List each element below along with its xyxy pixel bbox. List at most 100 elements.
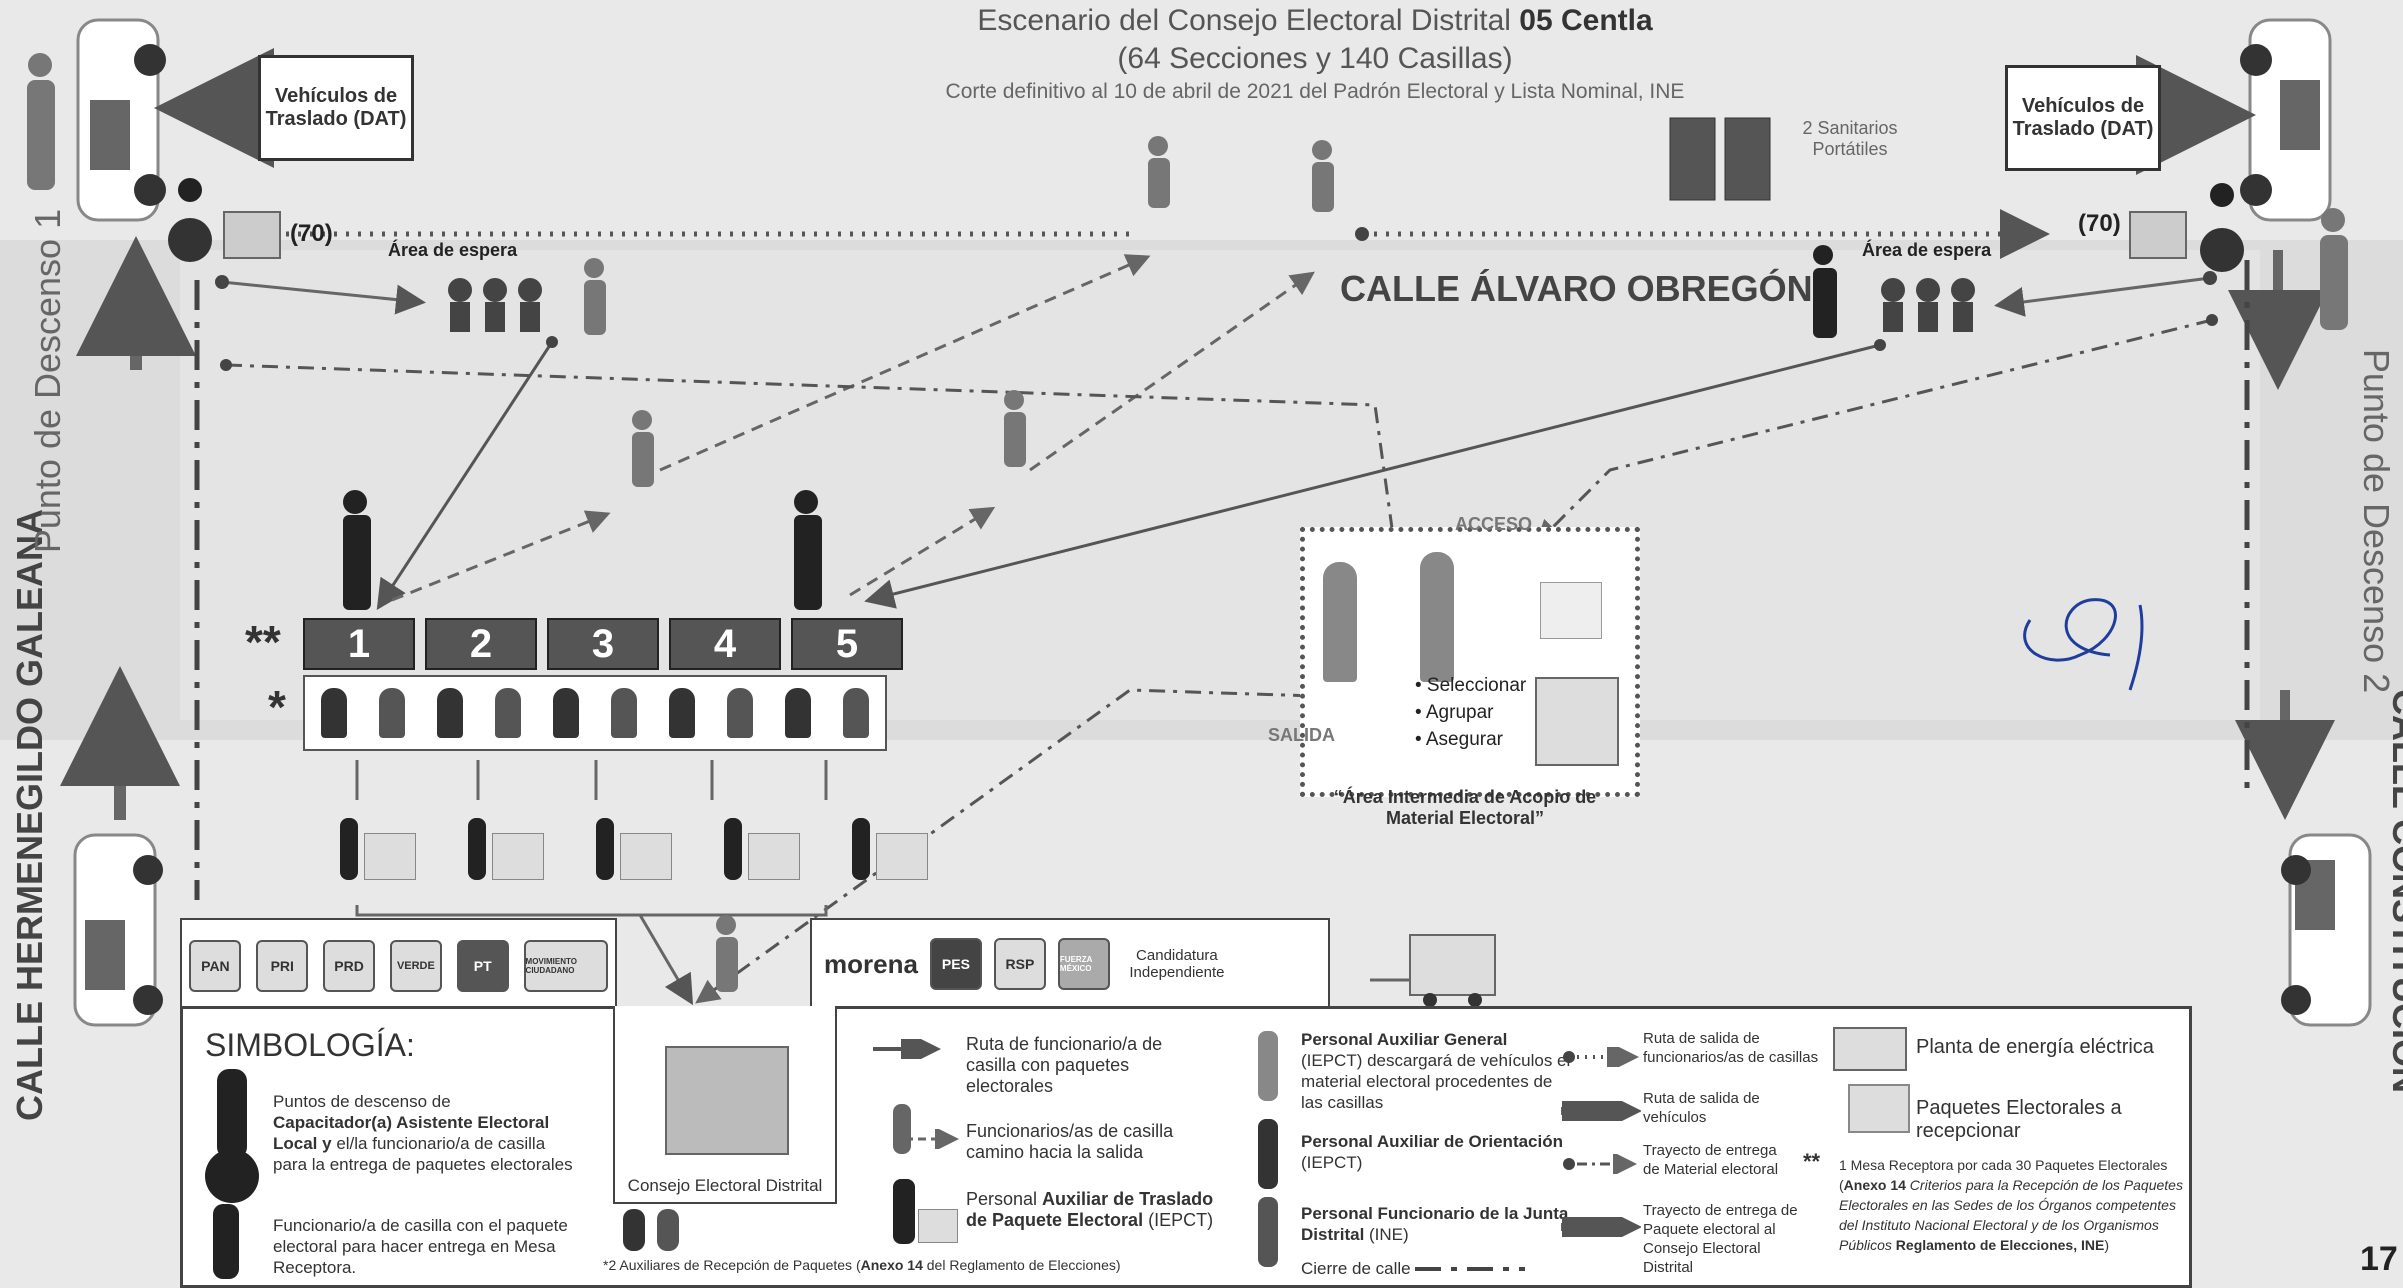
mesa-row: 1 2 3 4 5 [303, 618, 903, 670]
collector-line [355, 905, 828, 917]
van-bottom-left [73, 833, 163, 1027]
salida-label: SALIDA [1268, 725, 1335, 745]
auxiliar-icon [495, 688, 521, 738]
party-logo: morena [824, 948, 918, 979]
mesa-vertical-arrows [355, 760, 828, 800]
auxiliar-icon [321, 688, 347, 738]
party-logo: VERDE [389, 940, 442, 992]
consejo-label: Consejo Electoral Distrital [627, 1176, 823, 1195]
route-drop-left [221, 280, 426, 315]
walk-route-3 [849, 506, 996, 597]
van-bottom-right [2281, 833, 2372, 1027]
legend-funcionario: Funcionario/a de casilla con el paquete … [273, 1216, 568, 1277]
legend-auxiliar-general: Personal Auxiliar General (IEPCT) descar… [1301, 1030, 1571, 1112]
walk-route-1 [391, 510, 611, 602]
funcionario-icon [213, 1204, 239, 1279]
legend-arrow-dashed [905, 1129, 959, 1149]
legend-note-stars: ** [1803, 1149, 1821, 1174]
handwritten-mark [2023, 598, 2144, 691]
mesa-single-star: * [268, 681, 286, 733]
parties-right-box: morena PES RSP FUERZA MÉXICO Candidatura… [810, 918, 1330, 1010]
walk-route-2 [659, 254, 1151, 472]
legend-drop-point: Puntos de descenso de Capacitador(a) Asi… [273, 1092, 573, 1174]
van-top-left [76, 18, 166, 222]
legend-cierre: Cierre de calle [1301, 1259, 1526, 1278]
diagram-subtitle: (64 Secciones y 140 Casillas) [1117, 42, 1513, 75]
page-number: 17 [2360, 1240, 2398, 1278]
vehicles-box-left: Vehículos de Traslado (DAT) [258, 55, 414, 161]
legend-box: SIMBOLOGÍA: Puntos de descenso de Capaci… [180, 1006, 2192, 1288]
mesa-5: 5 [791, 618, 903, 670]
auxiliares-row [303, 675, 887, 751]
street-top-label: CALLE ÁLVARO OBREGÓN [1340, 268, 1813, 309]
van-top-right [2240, 18, 2332, 222]
legend-auxiliares: *2 Auxiliares de Recepción de Paquetes (… [603, 1257, 1121, 1273]
package-box-left [223, 211, 281, 259]
party-logo: PRI [256, 940, 309, 992]
descenso-1-label: Punto de Descenso 1 [27, 208, 68, 554]
waiting-group-left [448, 278, 542, 332]
business-people [168, 178, 2244, 610]
corte-note: Corte definitivo al 10 de abril de 2021 … [945, 80, 1685, 103]
paquete-icon [1848, 1084, 1910, 1133]
material-route-right [1535, 318, 2213, 545]
auxiliar-icon [379, 688, 405, 738]
auxiliar-icon [611, 688, 637, 738]
orientacion-icon [1258, 1119, 1278, 1189]
street-left-label: CALLE HERMENEGILDO GALEANA [9, 509, 50, 1121]
party-logo: MOVIMIENTO CIUDADANO [523, 940, 608, 992]
route-drop-right [1994, 276, 2211, 317]
espera-right-label: Área de espera [1862, 240, 1992, 260]
funcionario-junta-icon [1258, 1197, 1278, 1267]
building-icon [665, 1046, 789, 1155]
legend-material-delivery: Trayecto de entrega de Material electora… [1643, 1142, 1779, 1178]
legend-arrow-solid [873, 1039, 941, 1059]
acopio-step: • Asegurar [1415, 729, 1503, 750]
party-logo: PAN [189, 940, 242, 992]
party-logo: PES [929, 938, 982, 990]
party-logo: PRD [323, 940, 376, 992]
party-logo: FUERZA MÉXICO [1057, 938, 1110, 990]
waiting-group-right [1881, 278, 1975, 332]
legend-route-funcionario: Ruta de funcionario/a de casilla con paq… [966, 1034, 1163, 1096]
portable-toilets [1669, 117, 1771, 201]
acopio-step: • Agrupar [1415, 702, 1494, 723]
walking-people [27, 53, 2348, 992]
independiente-label: Candidatura Independiente [1129, 947, 1225, 981]
legend-exit-funcionarios: Ruta de salida de funcionarios/as de cas… [1643, 1030, 1819, 1066]
legend-note: 1 Mesa Receptora por cada 30 Paquetes El… [1839, 1157, 2183, 1253]
walk-route-4 [1029, 271, 1315, 472]
legend-package-delivery: Trayecto de entrega de Paquete electoral… [1643, 1202, 1798, 1276]
route-to-consejo [638, 914, 694, 1006]
mesa-4: 4 [669, 618, 781, 670]
route-to-mesa-5 [864, 343, 1881, 609]
generator [1370, 934, 1496, 1007]
traslado-person-icon [893, 1179, 915, 1244]
walking-person-icon [893, 1104, 911, 1154]
diagram-title: Escenario del Consejo Electoral Distrita… [977, 4, 1653, 37]
auxiliar-icon [437, 688, 463, 738]
mesa-3: 3 [547, 618, 659, 670]
auxiliar-icon [553, 688, 579, 738]
legend-exit-vehicles: Ruta de salida de vehículos [1643, 1090, 1760, 1126]
legend-title: SIMBOLOGÍA: [205, 1027, 415, 1063]
drop-point-icon [205, 1069, 260, 1209]
legend-funcionario-junta: Personal Funcionario de la Junta Distrit… [1301, 1204, 1569, 1244]
street-right-label: CALLE CONSTITUCIÓN [2385, 689, 2403, 1093]
count-right: (70) [2078, 210, 2121, 237]
package-icon [918, 1209, 958, 1243]
descenso-2-label: Punto de Descenso 2 [2356, 348, 2397, 694]
legend-package-route [1561, 1217, 1641, 1237]
auxiliar-icon [785, 688, 811, 738]
auxiliar-icon [669, 688, 695, 738]
route-to-mesa-1 [376, 341, 554, 611]
parties-left-box: PAN PRI PRD VERDE PT MOVIMIENTO CIUDADAN… [180, 918, 617, 1014]
party-logo: PT [456, 940, 509, 992]
legend-traslado: Personal Auxiliar de Traslado de Paquete… [966, 1189, 1214, 1230]
auxiliar-icon [843, 688, 869, 738]
mesa-2: 2 [425, 618, 537, 670]
party-logo: RSP [993, 938, 1046, 990]
legend-walking-out: Funcionarios/as de casilla camino hacia … [966, 1121, 1174, 1162]
mesa-double-star: ** [245, 616, 281, 668]
